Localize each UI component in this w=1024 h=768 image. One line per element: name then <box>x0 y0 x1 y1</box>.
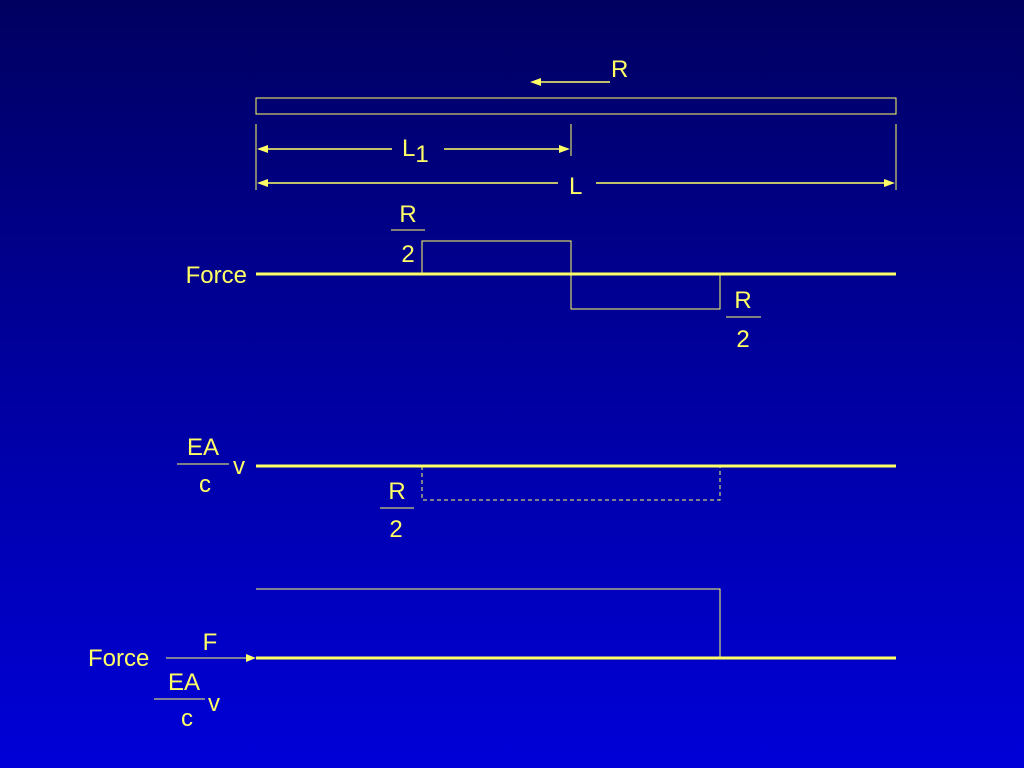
length-label: L <box>569 173 582 200</box>
velocity-coef-denominator: c <box>199 471 211 498</box>
force-lower-numerator: R <box>734 287 751 314</box>
force-diagram: Force R 2 R 2 <box>186 201 896 353</box>
velocity-diagram: EA c v R 2 <box>177 434 896 543</box>
bottom-coef-denominator: c <box>181 705 193 732</box>
bottom-coef-numerator: EA <box>168 669 200 696</box>
force-upper-numerator: R <box>399 201 416 228</box>
load-arrow-head <box>530 78 541 86</box>
bottom-arrow-head <box>246 654 256 662</box>
force-row-label: Force <box>186 262 247 289</box>
velocity-variable: v <box>233 453 245 480</box>
bottom-diagram: Force F EA c v <box>88 588 896 732</box>
length-arrow-left-head <box>257 179 268 187</box>
velocity-fraction-denominator: 2 <box>389 516 402 543</box>
bottom-variable: v <box>208 690 220 717</box>
segment-arrow-left-head <box>257 145 268 153</box>
rod-schematic: R L1 L <box>255 56 897 200</box>
length-arrow-right-head <box>884 179 895 187</box>
segment-label: L1 <box>402 135 429 168</box>
bottom-profile <box>256 588 721 658</box>
velocity-profile <box>421 466 721 501</box>
velocity-fraction-numerator: R <box>388 478 405 505</box>
force-lower-denominator: 2 <box>736 326 749 353</box>
velocity-coef-numerator: EA <box>187 434 219 461</box>
bottom-arrow-label: F <box>203 629 218 656</box>
segment-arrow-right-head <box>559 145 570 153</box>
force-profile <box>421 240 721 310</box>
bottom-row-label: Force <box>88 645 149 672</box>
load-label: R <box>611 56 628 83</box>
rod-bar <box>255 97 897 115</box>
force-upper-denominator: 2 <box>401 241 414 268</box>
